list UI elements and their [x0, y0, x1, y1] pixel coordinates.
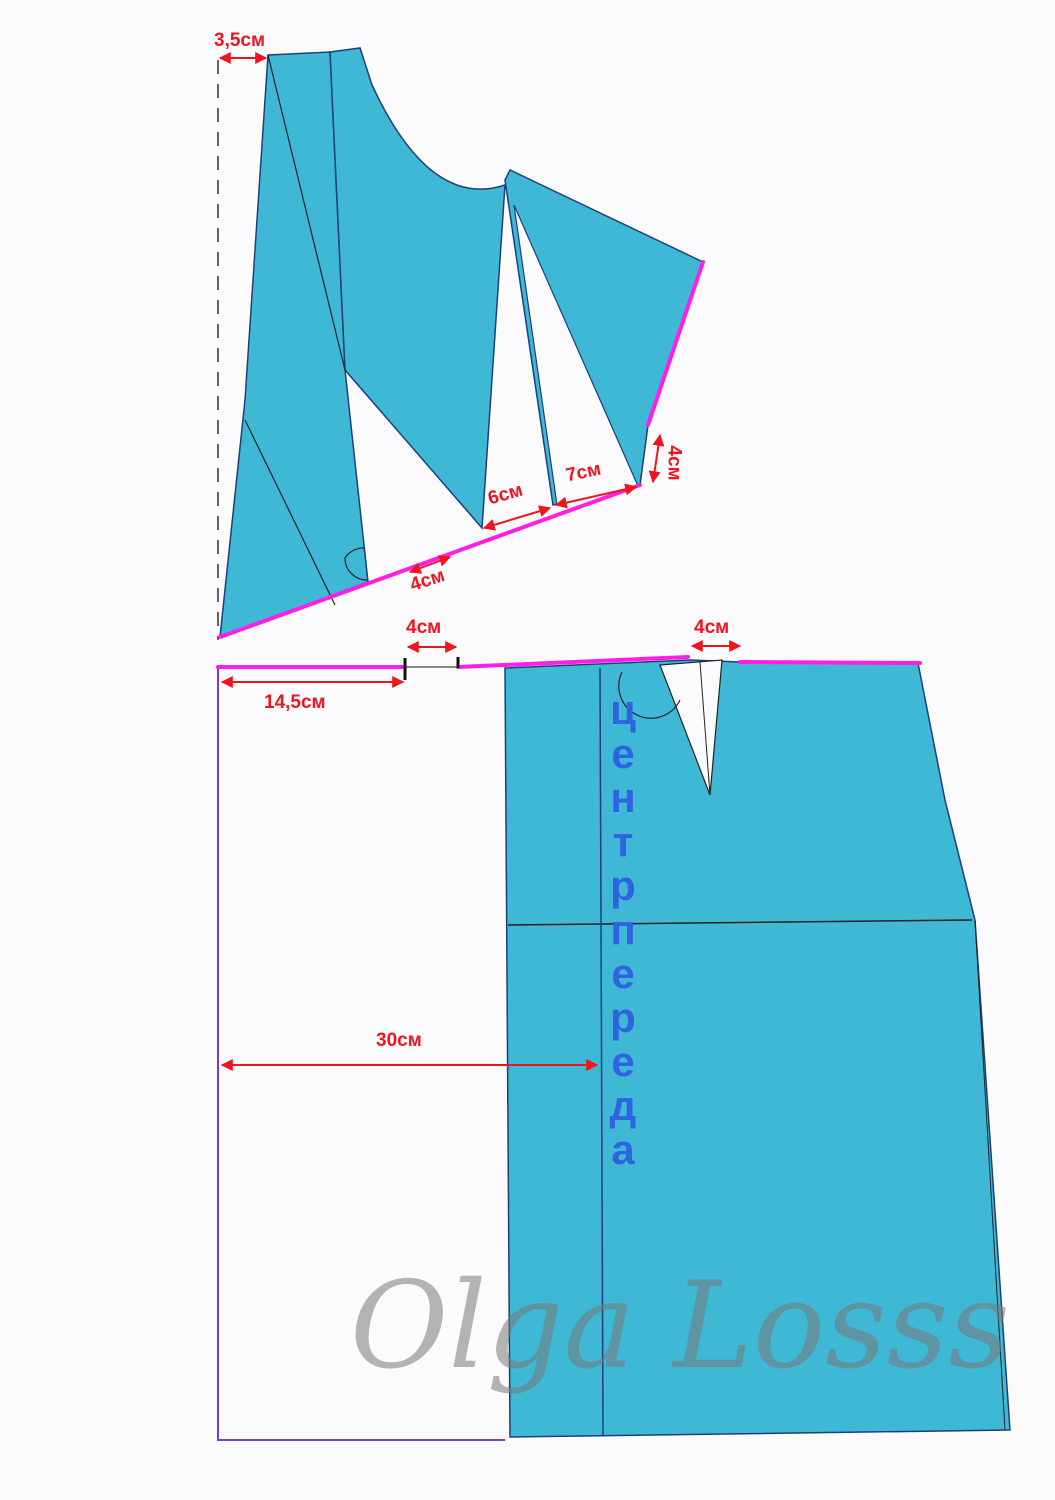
- label-3-5cm: 3,5см: [214, 30, 266, 51]
- label-seam-gap-left: 4см: [406, 617, 442, 638]
- center-front-line: [599, 667, 604, 1436]
- center-front-label: центр переда: [609, 686, 637, 1173]
- waist-dart: [659, 659, 723, 796]
- label-seam-gap-right: 4см: [694, 617, 730, 638]
- watermark: Olga Losss: [350, 1257, 1010, 1396]
- label-side-4cm: 4см: [663, 445, 685, 481]
- dimension-arrows: [218, 52, 742, 1071]
- label-14-5cm: 14,5см: [264, 692, 326, 713]
- neck-wedge: [329, 47, 506, 530]
- guide-outline: [217, 668, 505, 1441]
- label-30cm: 30см: [376, 1030, 422, 1051]
